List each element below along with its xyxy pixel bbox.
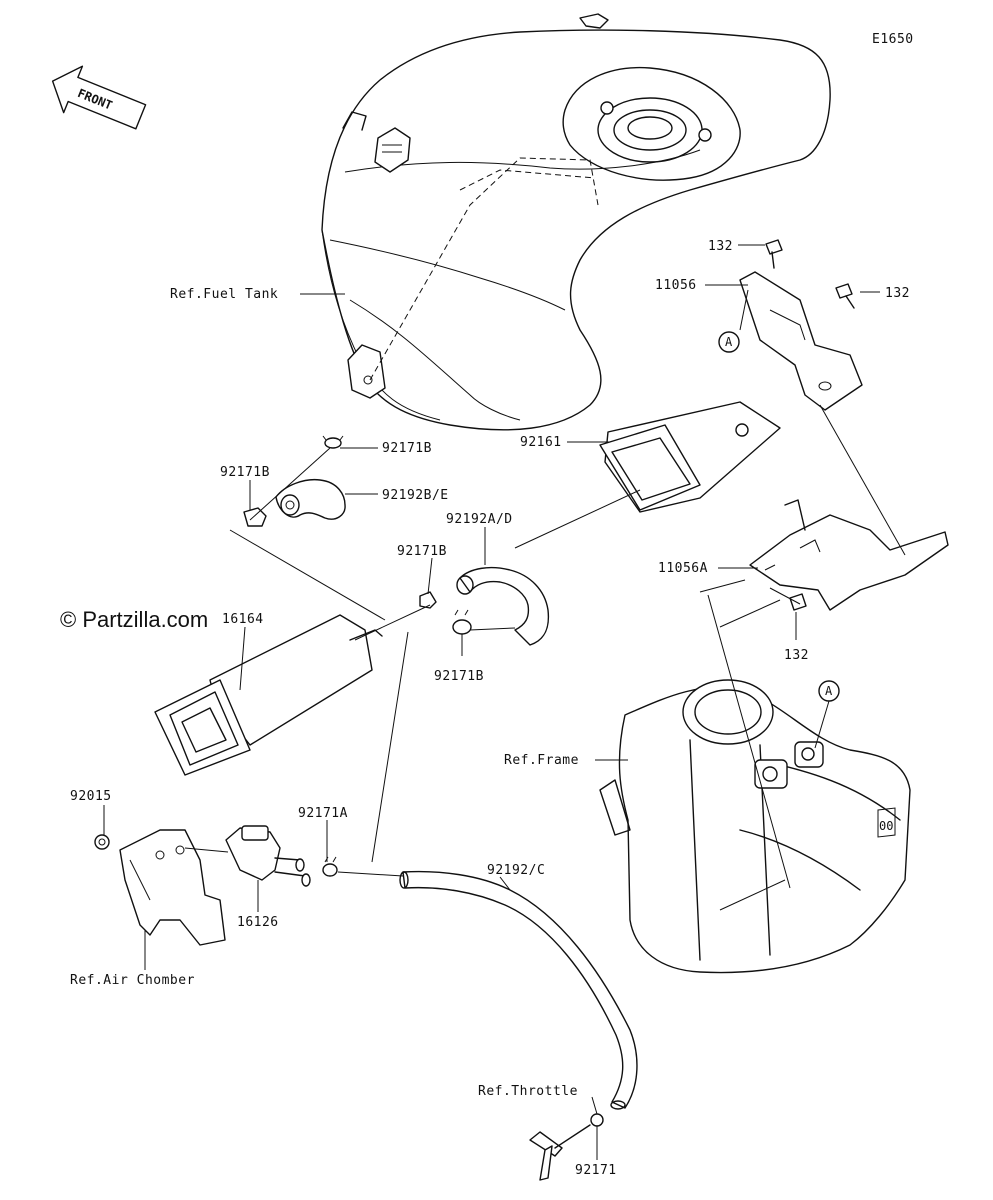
hose-92192AD [456,566,550,646]
label-92171B-d: 92171B [434,669,484,684]
label-ref-fuel-tank: Ref.Fuel Tank [170,287,278,302]
svg-text:00: 00 [879,819,893,833]
hose-92192BE [275,478,346,520]
label-ref-air-chamber: Ref.Air Chomber [70,973,195,988]
bracket-air-chamber [119,829,226,946]
label-ref-frame: Ref.Frame [504,753,579,768]
bolt-132-top [765,239,783,269]
nut-92015 [94,834,110,850]
label-92192AD: 92192A/D [446,512,513,527]
clip-92171 [590,1113,604,1127]
bolt-132-right [835,283,855,309]
label-132-top: 132 [708,239,733,254]
frame: 00 [599,679,911,974]
hose-92192C [399,870,638,1110]
label-92015: 92015 [70,789,112,804]
label-92171B-a: 92171B [382,441,432,456]
ref-circle-a-lower: A [818,680,840,702]
label-92171A: 92171A [298,806,348,821]
fuel-tank [321,13,831,431]
clip-92171B-upper [322,435,344,449]
label-ref-throttle: Ref.Throttle [478,1084,578,1099]
label-11056A: 11056A [658,561,708,576]
bracket-11056A [749,499,949,611]
clip-92171A [322,856,338,877]
label-92171B-b: 92171B [220,465,270,480]
leader-lines [103,244,906,1160]
t-fitting-throttle [529,1124,591,1181]
label-11056: 11056 [655,278,697,293]
canister-92161 [599,401,781,513]
front-arrow-icon: FRONT [51,65,147,130]
clip-92171B-left [243,507,267,527]
label-132-lower: 132 [784,648,809,663]
bolt-132-lower [789,593,807,611]
label-92161: 92161 [520,435,562,450]
label-92192C: 92192/C [487,863,545,878]
valve-16126 [225,825,311,887]
svg-text:A: A [825,684,833,698]
label-92171B-c: 92171B [397,544,447,559]
watermark: © Partzilla.com [60,607,208,632]
ref-circle-a-upper: A [718,331,740,353]
label-92192BE: 92192B/E [382,488,449,503]
label-132-right: 132 [885,286,910,301]
clip-92171B-lower [452,609,472,635]
label-16126: 16126 [237,915,279,930]
diagram-code: E1650 [872,32,914,47]
canister-16164 [154,614,383,776]
label-16164: 16164 [222,612,264,627]
svg-text:A: A [725,335,733,349]
bracket-11056 [739,271,863,411]
label-92171: 92171 [575,1163,617,1178]
